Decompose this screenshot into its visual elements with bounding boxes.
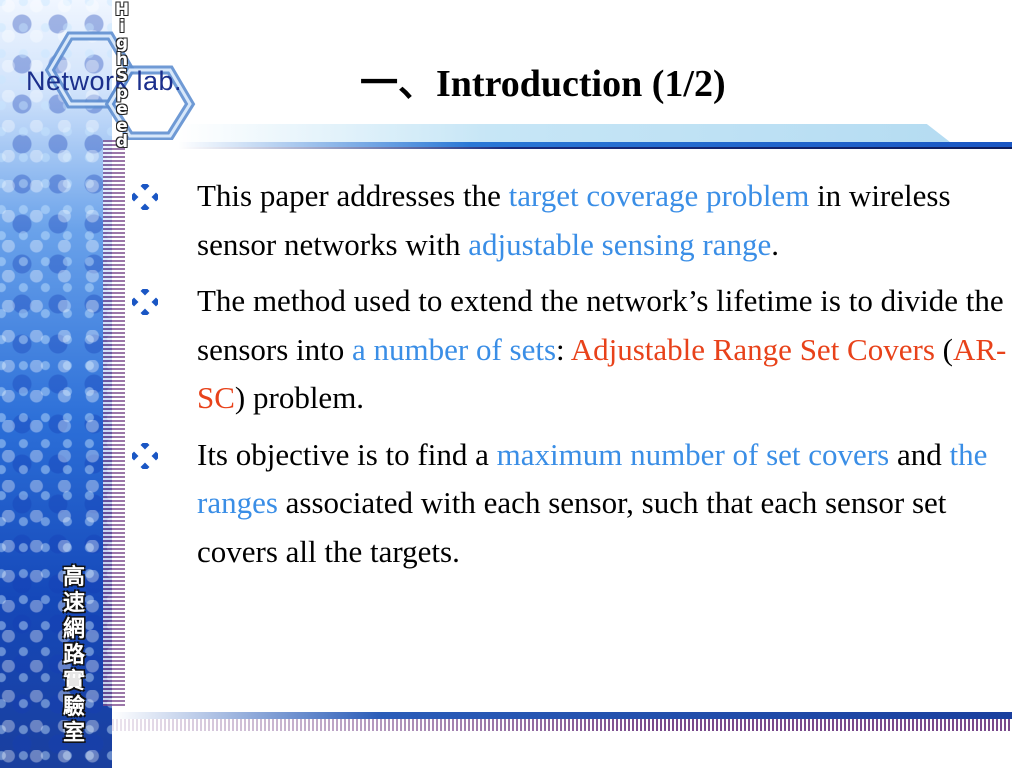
lab-name-vertical-text: 高速網路實驗室 xyxy=(58,565,90,747)
lab-name-character: 速 xyxy=(62,591,85,616)
high-speed-letter: d xyxy=(115,132,129,152)
high-speed-letter: e xyxy=(116,115,128,136)
title-underline-light xyxy=(178,124,950,142)
footer-bar xyxy=(112,712,1012,719)
four-diamond-bullet-icon xyxy=(132,442,158,469)
bullet-item: Its objective is to find a maximum numbe… xyxy=(130,431,1010,577)
bullet-item: The method used to extend the network’s … xyxy=(130,277,1010,423)
bullet-text: and xyxy=(889,436,950,472)
bullet-text: : xyxy=(556,331,571,367)
footer-stripe-decoration xyxy=(112,719,1012,731)
bullet-list: This paper addresses the target coverage… xyxy=(130,172,1010,584)
bullet-text: in wireless sensor networks with xyxy=(197,178,951,262)
high-speed-letter: S xyxy=(115,66,129,86)
side-stripe-decoration xyxy=(103,140,125,706)
lab-name-character: 網 xyxy=(62,617,85,642)
title-underline xyxy=(178,142,1012,147)
highlight-term: a number of sets xyxy=(352,331,557,367)
lab-name-character: 驗 xyxy=(62,695,85,720)
high-speed-letter: h xyxy=(115,49,129,70)
lab-name-character: 室 xyxy=(62,721,85,746)
four-diamond-bullet-icon xyxy=(132,184,158,210)
high-speed-letter: g xyxy=(115,33,129,53)
bullet-text: Its objective is to find a xyxy=(197,436,497,472)
hexagon-logo-icon xyxy=(44,31,196,140)
high-speed-letter: e xyxy=(116,99,128,119)
slide-title: 一、Introduction (1/2) xyxy=(360,63,726,105)
high-speed-letter: H xyxy=(114,0,130,20)
highlight-term-red: AR-SC xyxy=(197,331,1007,416)
high-speed-letter: p xyxy=(115,82,129,103)
lab-name-character: 實 xyxy=(62,669,85,694)
title-underline-dark xyxy=(178,147,1012,149)
bullet-text: ) problem. xyxy=(234,380,365,415)
highlight-term: target coverage problem xyxy=(508,178,810,213)
four-diamond-bullet-icon xyxy=(132,289,158,315)
bullet-text: ( xyxy=(934,331,953,367)
side-panel-decoration xyxy=(0,0,112,768)
bullet-text: The method used to extend the network’s … xyxy=(197,283,1004,367)
logo-text: Network lab. xyxy=(26,66,183,96)
bullet-item: This paper addresses the target coverage… xyxy=(130,172,1010,269)
lab-name-character: 路 xyxy=(62,643,85,668)
highlight-term-red: Adjustable Range Set Covers xyxy=(570,331,935,367)
bullet-text: This paper addresses the xyxy=(197,178,509,213)
highlight-term: maximum number of set covers xyxy=(496,436,890,472)
bullet-text: . xyxy=(771,226,780,262)
lab-name-character: 高 xyxy=(62,565,85,590)
highlight-term: the ranges xyxy=(197,436,988,521)
highlight-term: adjustable sensing range xyxy=(468,226,772,262)
bullet-text: associated with each sensor, such that e… xyxy=(197,485,947,569)
high-speed-letter: i xyxy=(119,16,125,37)
